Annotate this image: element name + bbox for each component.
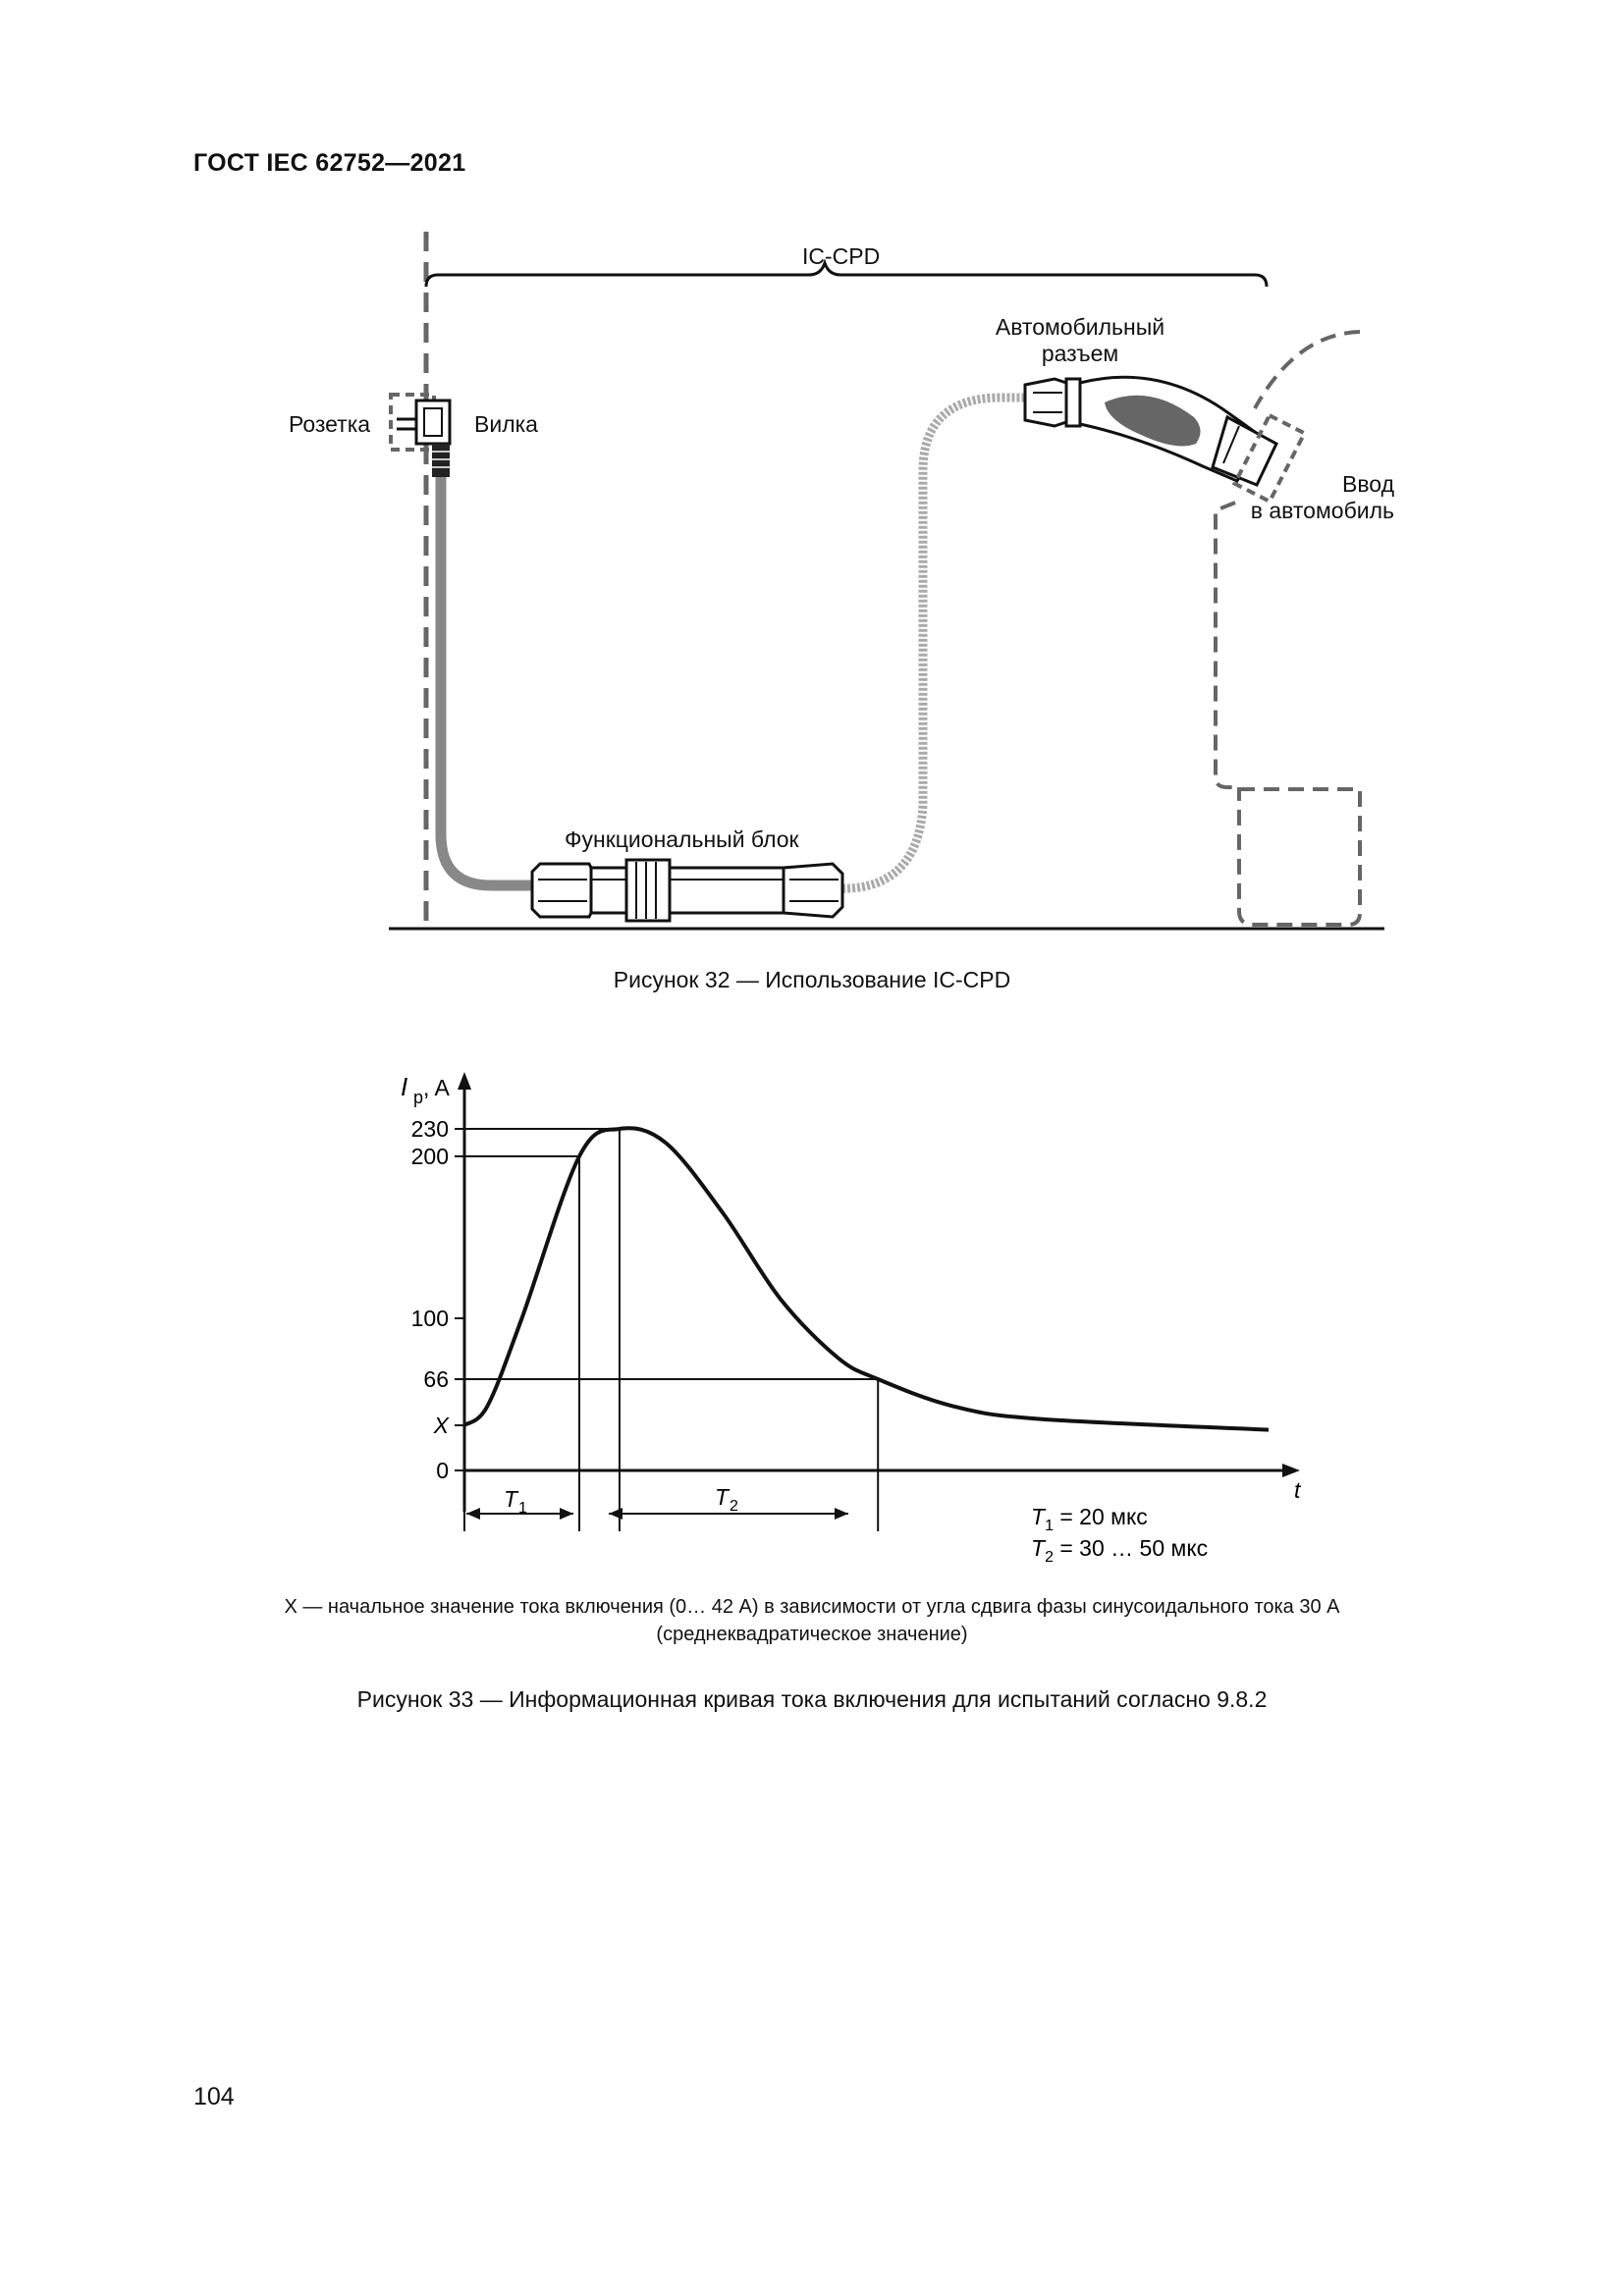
legend-t1-subscript: 1	[1045, 1518, 1054, 1534]
legend-t2-text: = 30 … 50 мкс	[1054, 1535, 1208, 1561]
legend-t1-symbol: T	[1031, 1504, 1047, 1529]
vehicle-wheel-outline	[1237, 787, 1362, 927]
y-tick-label: 0	[436, 1458, 449, 1483]
t2-subscript: 2	[730, 1498, 738, 1515]
current-curve	[462, 1126, 1270, 1432]
legend-t1: T1 = 20 мкс	[1031, 1504, 1148, 1534]
figure-32-caption: Рисунок 32 — Использование IC-CPD	[613, 967, 1011, 992]
t1-symbol: T	[504, 1486, 519, 1512]
plug-icon	[397, 399, 452, 477]
legend-t1-text: = 20 мкс	[1054, 1504, 1148, 1529]
y-axis-subscript: p	[413, 1088, 423, 1107]
vehicle-cable	[832, 393, 1060, 893]
socket-label: Розетка	[289, 411, 371, 437]
t2-symbol: T	[715, 1484, 731, 1510]
vehicle-inlet-label-line2: в автомобиль	[1250, 498, 1394, 523]
figure-33-note-line2: (среднеквадратическое значение)	[656, 1624, 968, 1645]
y-axis-unit: , A	[423, 1075, 451, 1100]
vehicle-connector-label-line1: Автомобильный	[995, 314, 1165, 340]
function-box-icon	[530, 858, 844, 923]
y-axis-symbol: I	[401, 1072, 407, 1101]
t1-subscript: 1	[518, 1500, 527, 1517]
vehicle-inlet-outline	[1231, 412, 1308, 505]
vehicle-connector-label-line2: разъем	[1041, 341, 1119, 366]
legend-t2: T2 = 30 … 50 мкс	[1031, 1535, 1208, 1566]
supply-cable	[435, 477, 535, 891]
vehicle-body-outline	[1253, 330, 1361, 409]
vehicle-inlet-label-line1: Ввод	[1341, 471, 1394, 497]
legend-t2-subscript: 2	[1045, 1549, 1054, 1566]
plug-label: Вилка	[474, 411, 538, 437]
document-header: ГОСТ IEC 62752—2021	[193, 149, 466, 177]
page-number: 104	[193, 2083, 235, 2110]
function-box-label: Функциональный блок	[565, 827, 799, 852]
ic-cpd-brace	[424, 258, 1269, 288]
y-tick-label: 230	[411, 1116, 449, 1142]
y-tick-label: 200	[411, 1144, 449, 1169]
vehicle-side-outline	[1214, 501, 1239, 789]
x-axis-symbol: t	[1294, 1477, 1302, 1503]
x-axis-arrow	[1282, 1464, 1300, 1477]
figure-33-caption: Рисунок 33 — Информационная кривая тока …	[356, 1686, 1268, 1712]
ic-cpd-label: IC-CPD	[802, 243, 881, 269]
y-tick-label: 66	[423, 1366, 449, 1392]
figure-32: IC-CPD Розетка Вилка Автомобильный разъе…	[289, 216, 1394, 942]
figure-33-note-line1: X — начальное значение тока включения (0…	[284, 1596, 1340, 1618]
y-axis-arrow	[458, 1072, 471, 1090]
t2-dimension	[609, 1508, 848, 1520]
y-tick-label: 100	[411, 1306, 449, 1331]
socket-outline	[389, 393, 436, 452]
y-tick-label: X	[433, 1413, 451, 1438]
t1-dimension	[466, 1508, 573, 1520]
vehicle-connector-icon	[1023, 375, 1278, 487]
ic-cpd-illustration	[389, 232, 1384, 931]
legend-t2-symbol: T	[1031, 1535, 1047, 1561]
